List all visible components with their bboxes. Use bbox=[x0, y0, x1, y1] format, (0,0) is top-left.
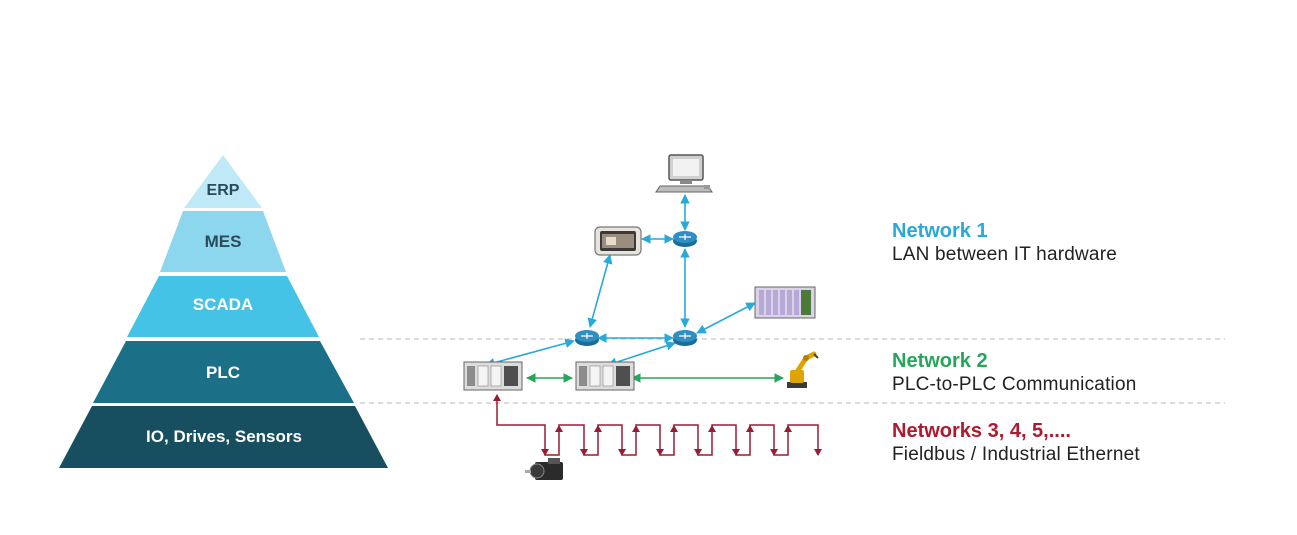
lan-links bbox=[485, 194, 756, 368]
pyramid-layer-scada bbox=[127, 276, 319, 337]
network-2-title: Network 2 bbox=[892, 350, 988, 372]
pyramid-layer-erp bbox=[184, 155, 262, 208]
network-1-description: LAN between IT hardware bbox=[892, 244, 1117, 265]
pyramid-layer-mes bbox=[160, 211, 286, 272]
link-router-rack bbox=[696, 302, 756, 334]
fieldbus-trunk bbox=[496, 397, 819, 456]
fieldbus-title: Networks 3, 4, 5,.... bbox=[892, 420, 1071, 442]
link-hmi-router-left bbox=[587, 254, 613, 328]
hmi-panel-icon bbox=[594, 226, 642, 256]
router-icon bbox=[575, 330, 599, 346]
computer-icon bbox=[655, 154, 713, 193]
fieldbus-links bbox=[496, 397, 819, 456]
pyramid-label-io: IO, Drives, Sensors bbox=[146, 427, 302, 446]
pyramid-label-erp: ERP bbox=[207, 182, 240, 199]
io-rack-icon bbox=[754, 286, 816, 319]
robot-arm-icon bbox=[787, 351, 819, 388]
network-2-block: Network 2 PLC-to-PLC Communication bbox=[892, 349, 1137, 397]
link-router-plc-right bbox=[607, 341, 676, 367]
link-router-plc-left bbox=[485, 338, 575, 368]
router-icon bbox=[673, 330, 697, 346]
pyramid-label-plc: PLC bbox=[206, 363, 240, 382]
plc-icon bbox=[463, 361, 523, 391]
pyramid-layer-plc bbox=[93, 341, 354, 403]
servo-motor-icon bbox=[525, 458, 563, 480]
pyramid-layer-io bbox=[59, 406, 388, 468]
network-2-description: PLC-to-PLC Communication bbox=[892, 374, 1137, 395]
router-icon bbox=[673, 231, 697, 247]
pyramid-label-scada: SCADA bbox=[193, 295, 253, 314]
automation-pyramid: ERP MES SCADA PLC IO, Drives, Sensors bbox=[59, 155, 388, 468]
network-1-title: Network 1 bbox=[892, 220, 988, 242]
fieldbus-description: Fieldbus / Industrial Ethernet bbox=[892, 444, 1140, 465]
fieldbus-arrowheads bbox=[493, 394, 822, 456]
fieldbus-block: Networks 3, 4, 5,.... Fieldbus / Industr… bbox=[892, 419, 1140, 467]
network-1-block: Network 1 LAN between IT hardware bbox=[892, 219, 1117, 267]
pyramid-label-mes: MES bbox=[205, 232, 242, 251]
plc-icon bbox=[575, 361, 635, 391]
